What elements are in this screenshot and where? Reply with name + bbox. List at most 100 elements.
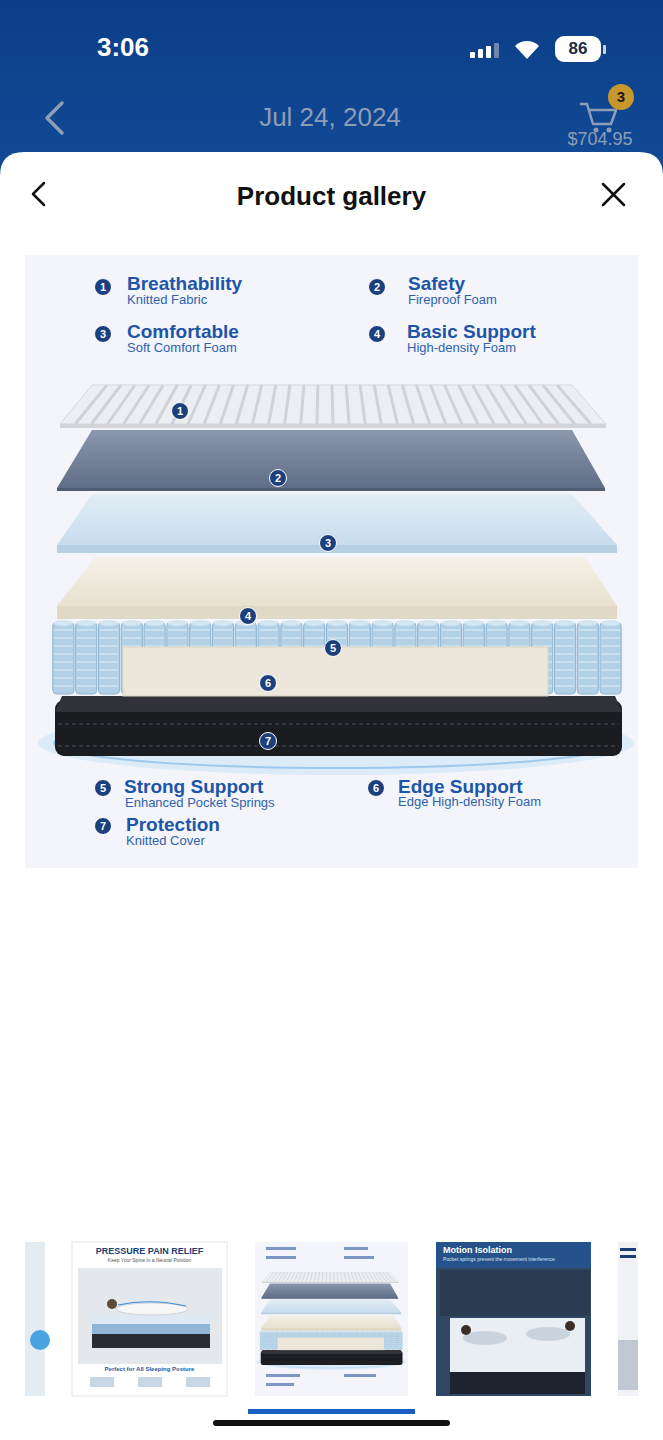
feature-title: Edge Support [398, 776, 523, 798]
feature-title: Breathability [127, 273, 242, 295]
feature-title: Strong Support [124, 776, 263, 798]
callout-number: 6 [265, 677, 271, 690]
cart-total: $704.95 [550, 129, 650, 150]
knit-rib [285, 386, 290, 423]
thumbnail-partial-left [25, 1242, 50, 1396]
spring-coil [554, 620, 575, 694]
knit-rib [237, 386, 248, 423]
callout-number: 2 [374, 281, 380, 294]
cart-badge: 3 [608, 84, 634, 110]
battery-level: 86 [569, 39, 588, 59]
thumb-subheading: Pocket springs prevent the movement inte… [443, 1257, 587, 1263]
gallery-sheet: Product gallery 1 2 3 4 1 2 3 4 5 6 7 5 6 7PRESSURE PA… [0, 152, 663, 1440]
knit-rib [530, 386, 558, 423]
thumbnail-card: Motion IsolationPocket springs prevent t… [436, 1242, 591, 1396]
battery-tip [603, 45, 606, 54]
feature-title: Safety [408, 273, 465, 295]
knit-rib [516, 386, 542, 423]
callout-circle: 7 [94, 817, 112, 835]
cart-icon [580, 104, 616, 133]
fireproof-layer [57, 430, 605, 488]
knit-rib [108, 386, 134, 423]
callout-circle: 1 [171, 402, 189, 420]
thumb-heading: PRESSURE PAIN RELIEF [76, 1246, 223, 1256]
knit-rib [431, 386, 446, 423]
thumbnail-layers [255, 1242, 408, 1396]
diagram-panel [25, 255, 638, 868]
callout-number: 3 [100, 328, 106, 341]
status-time: 3:06 [97, 33, 149, 63]
callout-number: 5 [330, 642, 336, 655]
callout-number: 1 [177, 405, 183, 418]
knit-rib [76, 386, 106, 423]
knit-rib [188, 386, 204, 423]
feature-title: Comfortable [127, 321, 239, 343]
thumbnail-pressure [72, 1242, 227, 1396]
feature-subtitle: Enhanced Pocket Springs [125, 796, 275, 811]
callout-circle: 6 [259, 674, 277, 692]
callout-number: 7 [265, 735, 271, 748]
knit-rib [205, 386, 220, 423]
callout-circle: 6 [367, 779, 385, 797]
callout-number: 6 [373, 782, 379, 795]
callout-number: 4 [245, 610, 251, 623]
callout-circle: 2 [269, 469, 287, 487]
callout-number: 7 [100, 820, 106, 833]
thumbnail-motion [436, 1242, 591, 1396]
spring-coil [76, 620, 97, 694]
scroll-indicator [248, 1409, 415, 1414]
app-header-bar: 3:06Jul 24, 2024 $704.95 86 3 [0, 0, 663, 152]
knit-rib [315, 386, 319, 423]
callout-number: 1 [100, 281, 106, 294]
callout-number: 2 [275, 472, 281, 485]
sheet-title: Product gallery [0, 182, 663, 212]
callout-number: 3 [325, 537, 331, 550]
callout-circle: 7 [259, 732, 277, 750]
thumb-subheading: Keep Your Spine in a Neutral Position [76, 1258, 223, 1264]
knit-rib [374, 386, 381, 423]
knit-rib [269, 386, 276, 423]
knit-rib [403, 386, 414, 423]
feature-subtitle: High-density Foam [407, 341, 516, 356]
knit-rib [253, 386, 262, 423]
knitted-top-layer [60, 385, 606, 424]
knit-rib [501, 386, 525, 423]
wifi-icon [515, 41, 539, 59]
callout-circle: 2 [368, 278, 386, 296]
spring-coil [600, 620, 621, 694]
thumbnail-card: PRESSURE PAIN RELIEF Keep Your Spine in a… [72, 1242, 227, 1396]
battery-pill: 86 [555, 36, 601, 62]
header-date: Jul 24, 2024 [180, 103, 480, 133]
thumb-heading: Motion Isolation [443, 1245, 587, 1255]
knit-rib [417, 386, 430, 423]
knit-rib [388, 386, 397, 423]
callout-circle: 3 [94, 325, 112, 343]
signal-icon [470, 43, 499, 58]
back-chevron [47, 103, 62, 133]
knit-rib [301, 386, 304, 423]
feature-subtitle: Edge High-density Foam [398, 795, 541, 810]
callout-circle: 4 [239, 607, 257, 625]
spring-coil [98, 620, 119, 694]
comfort-foam-layer [57, 494, 617, 545]
thumb-caption: Perfect for All Sleeping Posture [76, 1366, 223, 1373]
knit-ribs [76, 386, 590, 423]
callout-number: 5 [100, 782, 106, 795]
knit-rib [558, 386, 590, 423]
knit-rib [221, 386, 234, 423]
knit-rib [360, 386, 365, 423]
callout-circle: 4 [368, 325, 386, 343]
knit-rib [445, 386, 462, 423]
feature-subtitle: Knitted Fabric [127, 293, 207, 308]
callout-circle: 5 [94, 779, 112, 797]
gallery-sheet [0, 152, 663, 1440]
callout-number: 4 [374, 328, 380, 341]
spring-coil [53, 620, 74, 694]
callout-circle: 5 [324, 639, 342, 657]
close-icon [603, 184, 624, 205]
gallery-back-chevron [33, 183, 44, 205]
knit-rib [544, 386, 574, 423]
